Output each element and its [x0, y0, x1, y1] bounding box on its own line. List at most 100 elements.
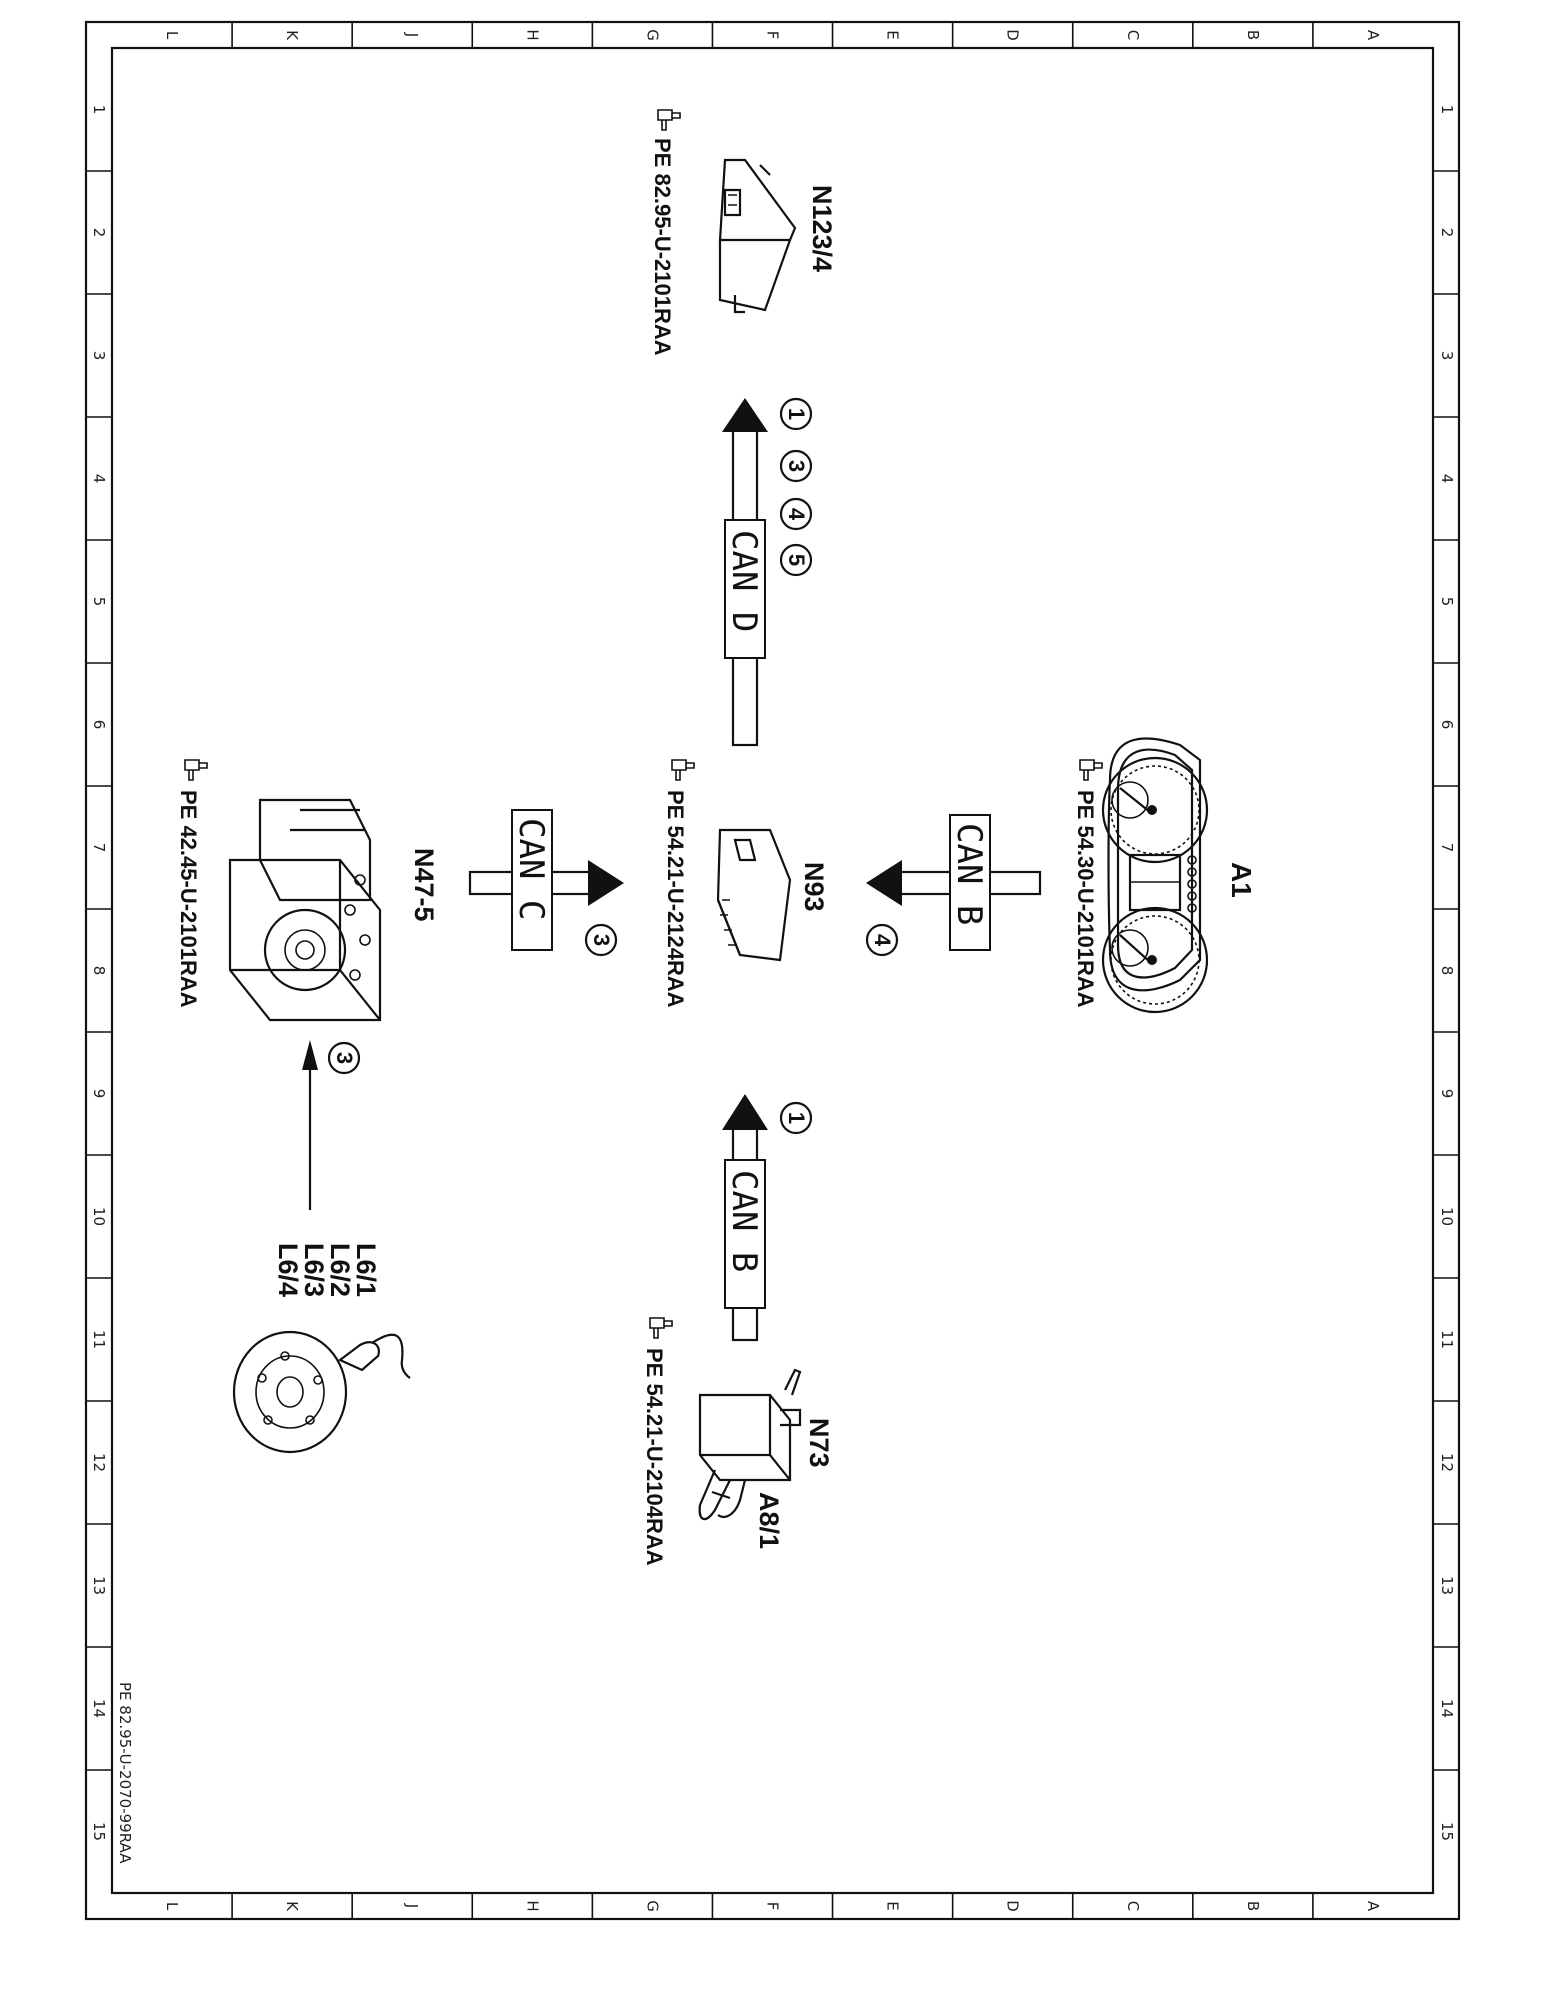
n93-code: N93: [799, 862, 829, 912]
grid-col-label-bottom: F: [764, 1902, 782, 1911]
sensor-line: [302, 1040, 361, 1210]
grid-row-label-left: 12: [90, 1453, 108, 1472]
grid-col-label-top: B: [1244, 30, 1262, 40]
grid-col-label-top: D: [1004, 29, 1022, 41]
grid-row-label-left: 14: [90, 1699, 108, 1718]
grid-row-label-left: 11: [90, 1330, 108, 1349]
n93-ref: PE 54.21-U-2124RAA: [663, 790, 688, 1008]
grid-row-label-left: 1: [90, 105, 108, 115]
grid-col-label-bottom: D: [1004, 1900, 1022, 1912]
n47-esp-unit-drawing: [228, 798, 382, 1022]
can-d-note-1: 1: [784, 408, 809, 420]
grid-row-label-left: 10: [90, 1207, 108, 1226]
grid-row-label-left: 13: [90, 1576, 108, 1595]
grid-row-label-left: 8: [90, 966, 108, 976]
grid-row-label-right: 8: [1438, 966, 1456, 976]
grid-col-label-bottom: H: [523, 1900, 541, 1911]
grid-row-label-right: 6: [1438, 720, 1456, 730]
can-c-bus: [468, 809, 624, 957]
n73-code: N73: [804, 1418, 834, 1468]
grid-col-label-top: G: [643, 29, 661, 41]
can-b-top-bus: [865, 814, 1042, 957]
grid-col-label-bottom: L: [163, 1902, 181, 1911]
can-b-bottom-note: 1: [784, 1112, 809, 1124]
grid-row-label-right: 10: [1438, 1207, 1456, 1226]
grid-col-label-bottom: J: [403, 1903, 421, 1908]
doc-ref: PE 82.95-U-2070-99RAA: [116, 1682, 134, 1864]
can-d-notes: 1 3 4 5: [779, 397, 813, 577]
l6-code-1: L6/1: [351, 1243, 381, 1297]
pointing-hand-icon: [1079, 759, 1103, 781]
grid-row-label-left: 15: [90, 1822, 108, 1841]
grid-row-label-right: 3: [1438, 351, 1456, 361]
grid-row-label-left: 4: [90, 474, 108, 484]
outer-frame: [84, 20, 1461, 1921]
can-b-top-label: CAN B: [949, 823, 989, 925]
grid-row-label-right: 5: [1438, 597, 1456, 607]
grid-col-label-top: J: [403, 32, 421, 37]
n47-ref: PE 42.45-U-2101RAA: [176, 790, 201, 1008]
l6-wheel-sensor-drawing: [232, 1330, 411, 1454]
grid-row-label-right: 9: [1438, 1089, 1456, 1099]
grid-row-label-left: 2: [90, 228, 108, 238]
can-d-note-4: 5: [784, 554, 809, 566]
sensor-line-note: 3: [332, 1052, 357, 1064]
grid-row-label-left: 3: [90, 351, 108, 361]
can-d-bus: [722, 398, 768, 747]
l6-code-2: L6/2: [325, 1243, 355, 1297]
grid-col-label-bottom: C: [1124, 1901, 1142, 1911]
grid-col-label-top: E: [884, 30, 902, 39]
n73-ref: PE 54.21-U-2104RAA: [642, 1348, 667, 1566]
pointing-hand-icon: [657, 109, 681, 131]
grid-row-label-right: 11: [1438, 1330, 1456, 1349]
grid-row-label-right: 13: [1438, 1576, 1456, 1595]
grid-col-label-bottom: E: [884, 1901, 902, 1910]
pointing-hand-icon: [671, 759, 695, 781]
n73-ignition-switch-drawing: [698, 1368, 802, 1521]
grid-col-label-bottom: A: [1364, 1901, 1382, 1912]
n93-module-drawing: [716, 828, 792, 962]
grid-row-label-right: 2: [1438, 228, 1456, 238]
grid-row-label-right: 14: [1438, 1699, 1456, 1718]
a1-instrument-cluster: [1101, 737, 1209, 1014]
can-c-label: CAN C: [511, 818, 551, 920]
grid-row-label-left: 6: [90, 720, 108, 730]
grid-col-label-top: K: [283, 30, 301, 41]
can-b-bottom-bus: [722, 1094, 813, 1342]
grid-row-label-left: 7: [90, 843, 108, 853]
grid-col-label-top: H: [523, 29, 541, 40]
a1-code: A1: [1226, 862, 1257, 898]
grid-col-label-top: L: [163, 31, 181, 40]
grid-row-label-right: 4: [1438, 474, 1456, 484]
a1-ref: PE 54.30-U-2101RAA: [1073, 790, 1098, 1008]
a8-code: A8/1: [754, 1492, 784, 1549]
grid-col-label-bottom: B: [1244, 1901, 1262, 1911]
n123-code: N123/4: [807, 185, 837, 272]
pointing-hand-icon: [184, 759, 208, 781]
n123-ref: PE 82.95-U-2101RAA: [650, 138, 675, 356]
l6-code-4: L6/4: [273, 1243, 303, 1297]
grid-col-label-bottom: K: [283, 1901, 301, 1912]
n47-code: N47-5: [409, 848, 439, 922]
l6-code-3: L6/3: [299, 1243, 329, 1297]
grid-row-label-right: 12: [1438, 1453, 1456, 1472]
can-d-note-3: 4: [784, 508, 809, 521]
can-b-bottom-label: CAN B: [724, 1170, 764, 1272]
n123-module-drawing: [718, 158, 797, 314]
grid-row-label-right: 7: [1438, 843, 1456, 853]
grid-col-label-bottom: G: [643, 1900, 661, 1912]
grid-col-label-top: A: [1364, 30, 1382, 41]
can-c-note: 3: [589, 934, 614, 946]
grid-col-label-top: F: [764, 31, 782, 40]
grid-row-label-left: 5: [90, 597, 108, 607]
can-b-top-note: 4: [870, 934, 895, 947]
grid-row-label-left: 9: [90, 1089, 108, 1099]
inner-frame: [110, 46, 1435, 1895]
grid-row-label-right: 1: [1438, 105, 1456, 115]
grid-row-label-right: 15: [1438, 1822, 1456, 1841]
pointing-hand-icon: [649, 1317, 673, 1339]
can-d-note-2: 3: [784, 460, 809, 472]
can-d-label: CAN D: [724, 530, 764, 632]
